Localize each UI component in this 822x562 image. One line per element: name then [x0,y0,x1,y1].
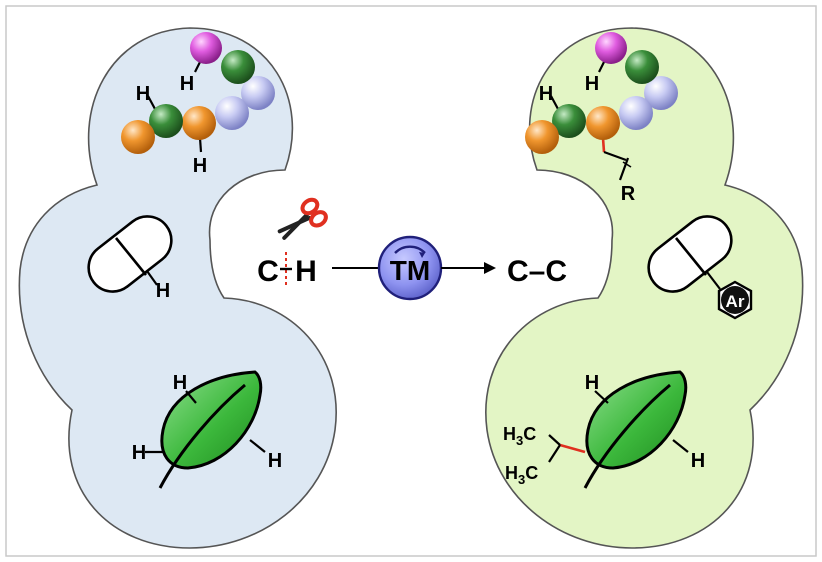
h-label: H [132,442,146,464]
aryl-label: Ar [726,292,745,311]
hexagon-icon: Ar [717,280,753,320]
carbon-label: C [257,255,279,288]
h-label: H [193,155,207,177]
bead-magenta [595,32,627,64]
bead-orange [182,106,216,140]
h-label: H [691,450,705,472]
capsule-icon: Ar [647,215,753,320]
leaf-icon: H H H3C H3C [503,370,705,489]
bead-lavender [215,96,249,130]
capsule-icon: H [87,215,173,302]
bead-green [221,50,255,84]
bead-green [625,50,659,84]
reaction-arrowhead [484,262,496,274]
methyl-label: H3C [505,463,538,487]
figure-frame [5,5,817,557]
tm-label: TM [390,255,430,286]
hydrogen-label: H [295,255,317,288]
r-group-label: R [621,183,636,205]
new-bond-line [559,443,586,454]
h-label: H [585,372,599,394]
left-substrate-panel [18,27,337,549]
bead-magenta [190,32,222,64]
bead-lavender [241,76,275,110]
catalyst-tm: TM [377,235,443,301]
h-label: H [180,73,194,95]
leaf-icon: H H H [132,370,282,489]
left-molecule-chain: H H H [121,32,275,177]
methyl-label: H3C [503,424,536,448]
circular-arrow-icon [394,245,426,254]
h-label: H [268,450,282,472]
bead-lavender [644,76,678,110]
bead-green [552,104,586,138]
right-product-panel [485,27,804,549]
bead-orange [525,120,559,154]
h-label: H [539,83,553,105]
product-cc-label: C–C [507,255,567,288]
reaction-scheme: C H TM C–C [257,197,567,301]
h-label: H [585,73,599,95]
h-label: H [173,372,187,394]
bead-orange [586,106,620,140]
h-label: H [156,280,170,302]
bead-orange [121,120,155,154]
bead-lavender [619,96,653,130]
h-label: H [136,83,150,105]
bead-green [149,104,183,138]
right-molecule-chain: H H R [525,32,678,205]
scissors-icon [277,197,328,240]
